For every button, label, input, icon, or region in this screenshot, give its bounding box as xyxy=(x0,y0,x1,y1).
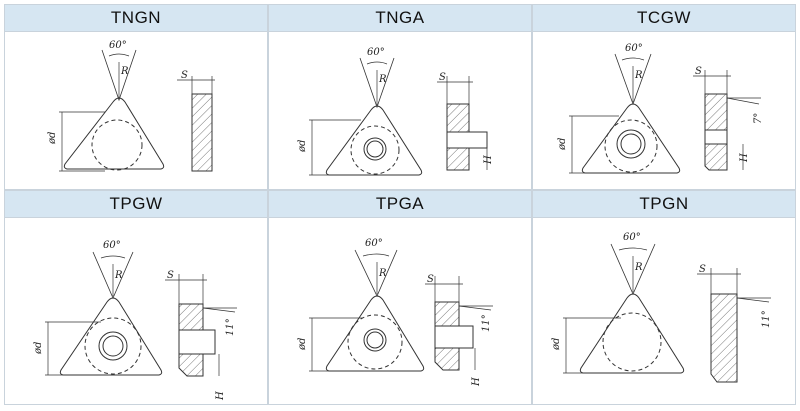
radius-label: R xyxy=(634,262,643,273)
thickness-label: S xyxy=(167,270,174,281)
insert-drawing: 60° R ød S H 11° xyxy=(33,240,237,401)
angle-label: 60° xyxy=(103,240,121,251)
panel-title: TCGW xyxy=(533,5,795,32)
thickness-label: S xyxy=(695,66,702,77)
angle-label: 60° xyxy=(109,40,127,51)
thickness-label: S xyxy=(181,70,188,81)
height-label: H xyxy=(739,153,750,163)
angle-label: 60° xyxy=(367,47,385,58)
diameter-label: ød xyxy=(47,132,58,145)
panel-title: TPGN xyxy=(533,191,795,218)
angle-label: 60° xyxy=(365,238,383,249)
center-hole xyxy=(98,331,128,361)
insert-drawing: 60° R ød S H 7° xyxy=(557,43,764,174)
diameter-label: ød xyxy=(297,140,308,153)
radius-label: R xyxy=(378,268,387,279)
center-hole xyxy=(363,137,387,161)
panel-title: TNGN xyxy=(5,5,267,32)
thickness-label: S xyxy=(439,72,446,83)
height-label: H xyxy=(471,377,482,387)
height-label: H xyxy=(483,155,494,165)
top-view-triangle xyxy=(325,295,425,372)
insert-drawing: 60° R ød S 11° xyxy=(551,232,772,383)
angle-label: 60° xyxy=(623,232,641,243)
inscribed-circle xyxy=(347,314,403,370)
radius-label: R xyxy=(378,74,387,85)
panel-tngn: TNGN xyxy=(4,4,268,190)
diameter-label: ød xyxy=(297,338,308,351)
top-view-triangle xyxy=(325,105,423,176)
side-view-profile xyxy=(710,293,738,383)
center-hole xyxy=(363,328,387,352)
inscribed-circle xyxy=(602,312,662,372)
panel-tpga: TPGA xyxy=(268,190,532,405)
top-view-triangle xyxy=(581,103,681,174)
height-label: H xyxy=(215,391,226,401)
diameter-label: ød xyxy=(33,342,44,355)
panel-tcgw: TCGW xyxy=(532,4,796,190)
top-view-triangle xyxy=(59,297,163,376)
insert-drawing: 60° R ød S H 11° xyxy=(297,238,493,387)
diameter-label: ød xyxy=(551,338,562,351)
inscribed-circle xyxy=(604,119,658,173)
panel-tpgw: TPGW xyxy=(4,190,268,405)
insert-drawing: 60° R ød S H xyxy=(297,47,494,176)
clearance-angle-label: 7° xyxy=(753,113,764,124)
side-view-profile xyxy=(191,93,213,172)
inscribed-circle xyxy=(84,317,142,375)
angle-label: 60° xyxy=(625,43,643,54)
panel-title: TNGA xyxy=(269,5,531,32)
panel-title: TPGA xyxy=(269,191,531,218)
clearance-angle-label: 11° xyxy=(225,318,236,336)
radius-label: R xyxy=(120,66,129,77)
clearance-angle-label: 11° xyxy=(481,314,492,332)
top-view-triangle xyxy=(63,97,165,170)
diameter-label: ød xyxy=(557,138,568,151)
inscribed-circle xyxy=(350,125,400,175)
panel-title: TPGW xyxy=(5,191,267,218)
inscribed-circle xyxy=(91,119,143,171)
top-view-triangle xyxy=(579,293,685,374)
radius-label: R xyxy=(114,270,123,281)
thickness-label: S xyxy=(427,274,434,285)
panel-tpgn: TPGN xyxy=(532,190,796,405)
radius-label: R xyxy=(634,70,643,81)
panel-tnga: TNGA xyxy=(268,4,532,190)
clearance-angle-label: 11° xyxy=(761,310,772,328)
insert-drawing: 60° R ød S xyxy=(47,40,215,172)
thickness-label: S xyxy=(699,264,706,275)
center-hole xyxy=(616,129,646,159)
